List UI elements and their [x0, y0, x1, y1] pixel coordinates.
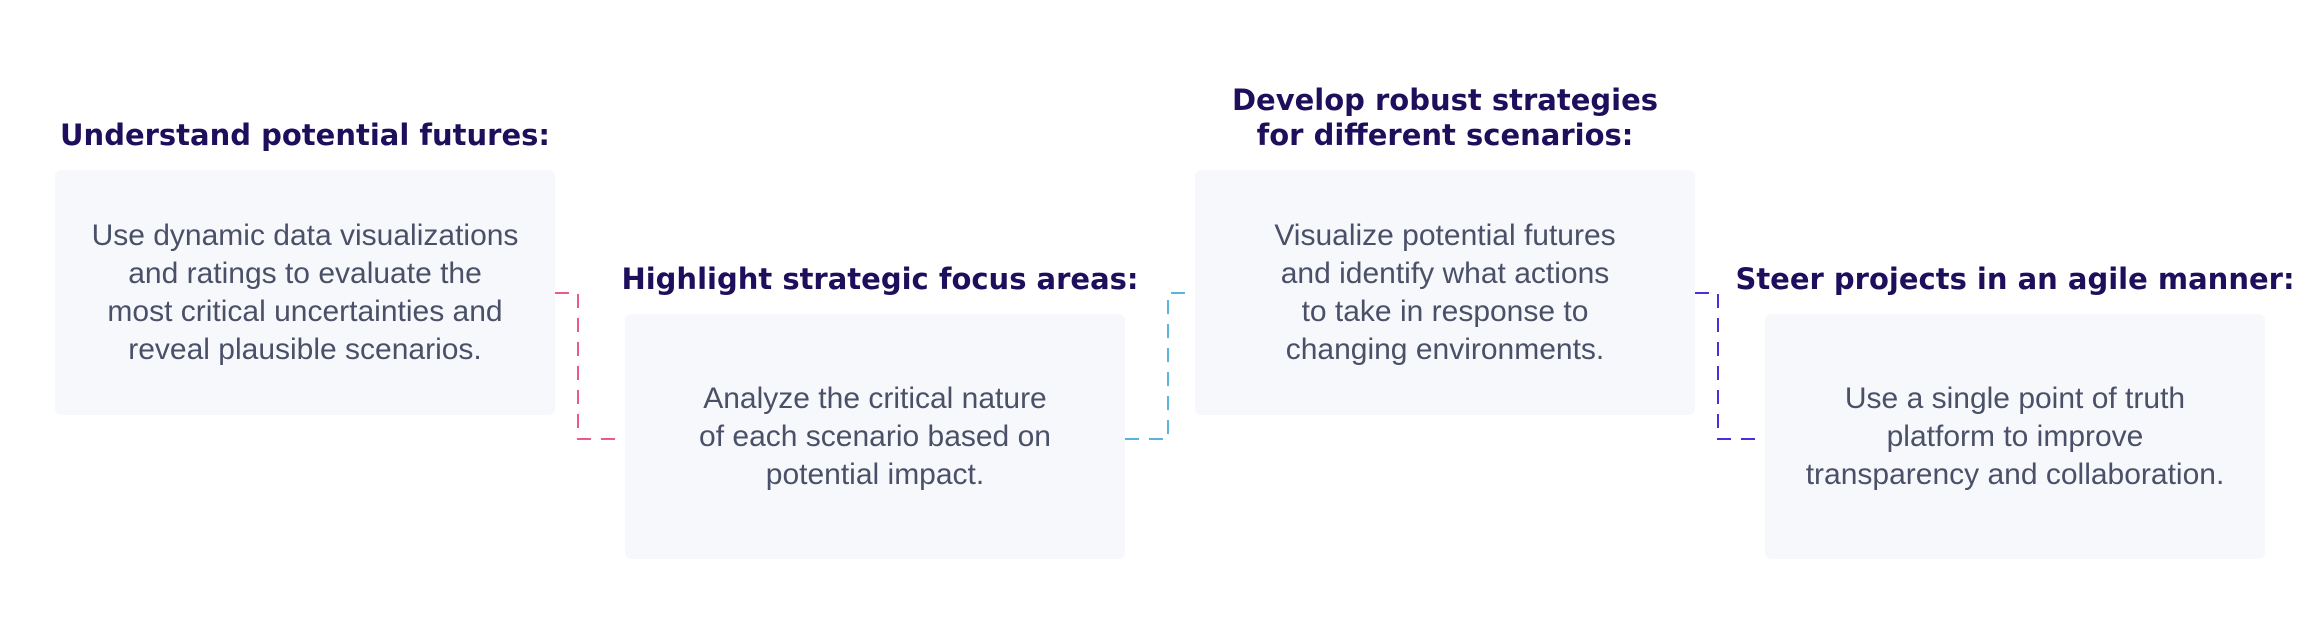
step-4-title-line-1: Steer projects in an agile manner:: [1735, 262, 2295, 296]
step-3-description-line-1: Visualize potential futures: [1274, 218, 1616, 252]
step-4-card: Use a single point of truth platform to …: [1765, 314, 2265, 559]
step-3-title-line-2: for different scenarios:: [1256, 118, 1634, 152]
step-4-description: Use a single point of truth platform to …: [1806, 380, 2225, 494]
step-3-description-line-3: to take in response to: [1301, 294, 1589, 328]
step-4-title: Steer projects in an agile manner:: [1735, 262, 2295, 297]
step-3-title: Develop robust strategies for different …: [1195, 83, 1695, 153]
step-2-description-line-1: Analyze the critical nature: [703, 381, 1047, 415]
step-4-description-line-3: transparency and collaboration.: [1805, 457, 2225, 491]
step-3-description: Visualize potential futures and identify…: [1274, 217, 1615, 369]
step-2-title-line-1: Highlight strategic focus areas:: [621, 262, 1139, 296]
step-1-description-line-4: reveal plausible scenarios.: [128, 332, 482, 366]
step-1-description: Use dynamic data visualizations and rati…: [92, 217, 519, 369]
step-2-card: Analyze the critical nature of each scen…: [625, 314, 1125, 559]
step-1-title: Understand potential futures:: [55, 118, 555, 153]
step-3-description-line-4: changing environments.: [1285, 332, 1605, 366]
connector-step-3-to-4: [1695, 292, 1765, 440]
step-2-description-line-3: potential impact.: [765, 457, 985, 491]
connector-step-1-to-2: [555, 292, 625, 440]
step-1-card: Use dynamic data visualizations and rati…: [55, 170, 555, 415]
step-3-card: Visualize potential futures and identify…: [1195, 170, 1695, 415]
step-4-description-line-2: platform to improve: [1886, 419, 2144, 453]
step-3-title-line-1: Develop robust strategies: [1231, 83, 1659, 117]
step-1-description-line-1: Use dynamic data visualizations: [91, 218, 519, 252]
connector-step-2-to-3: [1125, 292, 1195, 440]
step-4-description-line-1: Use a single point of truth: [1844, 381, 2186, 415]
step-1-description-line-3: most critical uncertainties and: [107, 294, 503, 328]
step-3-description-line-2: and identify what actions: [1280, 256, 1610, 290]
step-1-title-line-1: Understand potential futures:: [60, 118, 550, 152]
step-2-title: Highlight strategic focus areas:: [620, 262, 1140, 297]
step-1-description-line-2: and ratings to evaluate the: [128, 256, 482, 290]
step-2-description: Analyze the critical nature of each scen…: [699, 380, 1051, 494]
step-2-description-line-2: of each scenario based on: [699, 419, 1051, 453]
